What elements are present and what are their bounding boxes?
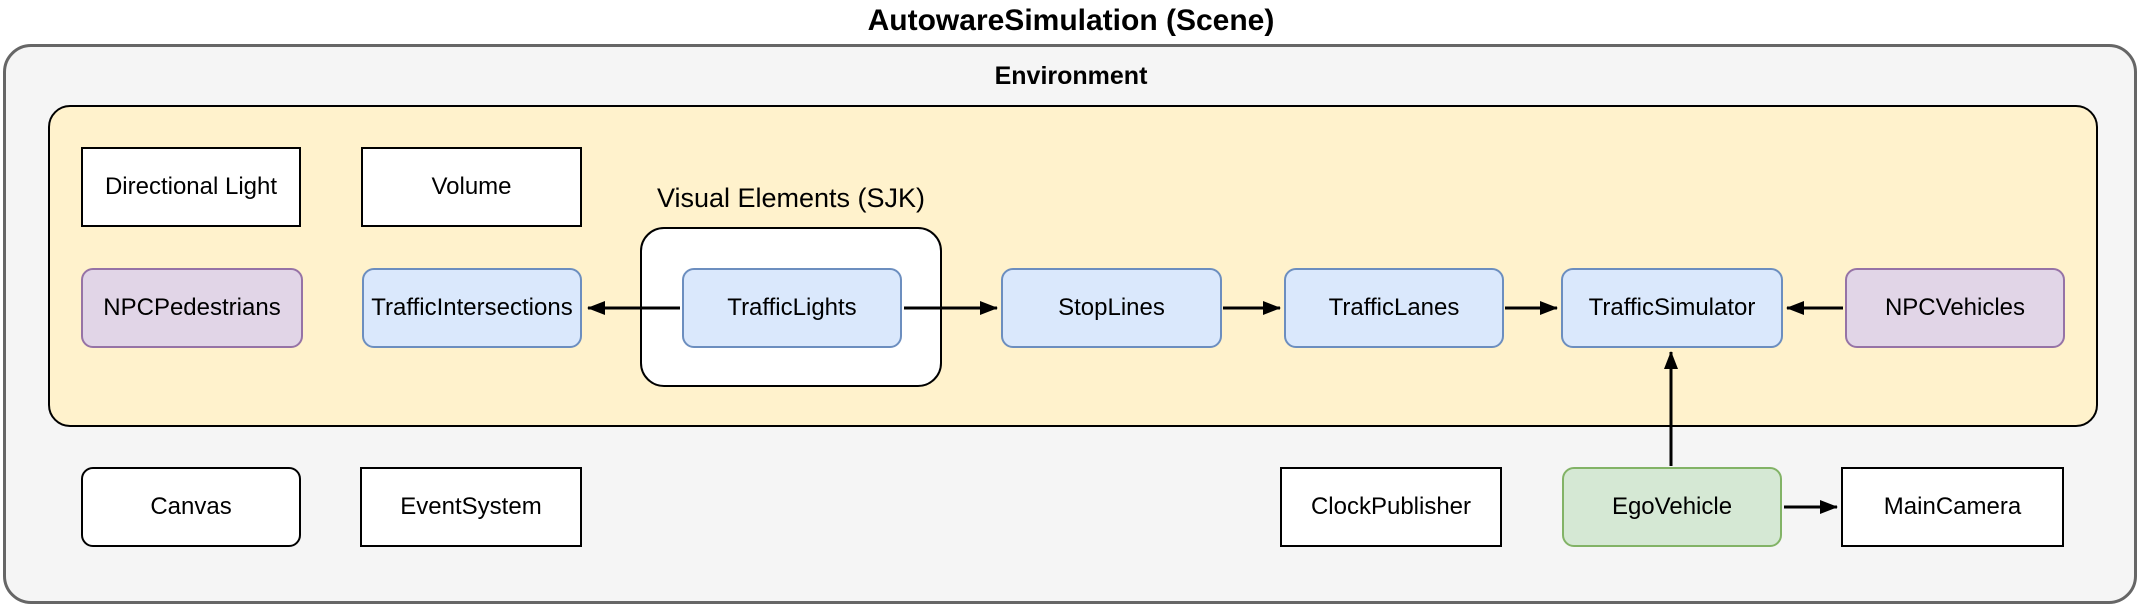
node-traffic-lanes-label: TrafficLanes [1328,294,1460,321]
node-directional-light-label: Directional Light [104,173,278,200]
visual-elements-label: Visual Elements (SJK) [656,183,926,213]
node-traffic-lights[interactable]: TrafficLights [682,268,902,348]
node-canvas-label: Canvas [150,493,232,520]
node-clock-publisher-label: ClockPublisher [1310,493,1472,520]
node-event-system-label: EventSystem [400,493,542,520]
environment-label: Environment [994,62,1148,90]
node-volume-label: Volume [431,173,512,200]
node-clock-publisher[interactable]: ClockPublisher [1280,467,1502,547]
node-traffic-intersections[interactable]: TrafficIntersections [362,268,582,348]
environment-container[interactable] [48,105,2098,427]
node-traffic-lights-label: TrafficLights [727,294,857,321]
node-traffic-intersections-label: TrafficIntersections [371,294,573,321]
node-npc-pedestrians-label: NPCPedestrians [103,294,281,321]
node-canvas[interactable]: Canvas [81,467,301,547]
node-traffic-simulator[interactable]: TrafficSimulator [1561,268,1783,348]
node-main-camera-label: MainCamera [1883,493,2022,520]
node-ego-vehicle-label: EgoVehicle [1611,493,1733,520]
node-npc-vehicles[interactable]: NPCVehicles [1845,268,2065,348]
node-traffic-simulator-label: TrafficSimulator [1588,294,1756,321]
node-directional-light[interactable]: Directional Light [81,147,301,227]
node-ego-vehicle[interactable]: EgoVehicle [1562,467,1782,547]
node-stop-lines[interactable]: StopLines [1001,268,1222,348]
node-stop-lines-label: StopLines [1058,294,1165,321]
node-npc-pedestrians[interactable]: NPCPedestrians [81,268,303,348]
node-traffic-lanes[interactable]: TrafficLanes [1284,268,1504,348]
node-main-camera[interactable]: MainCamera [1841,467,2064,547]
node-volume[interactable]: Volume [361,147,582,227]
diagram-title: AutowareSimulation (Scene) [867,4,1275,37]
node-event-system[interactable]: EventSystem [360,467,582,547]
node-npc-vehicles-label: NPCVehicles [1884,294,2026,321]
